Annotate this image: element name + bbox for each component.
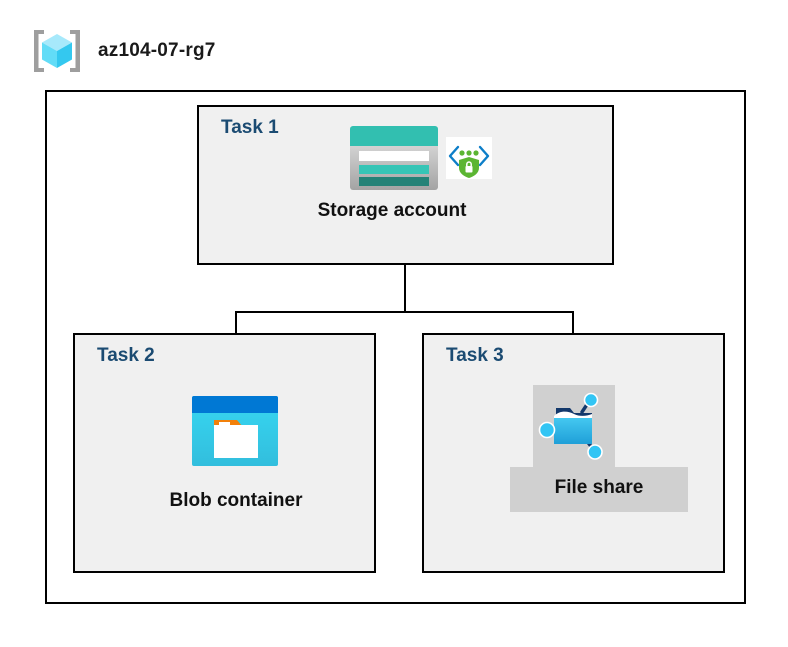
task-2-label: Task 2 — [97, 345, 155, 366]
connector-horizontal-bus — [235, 311, 574, 313]
connector-task1-stem — [404, 265, 406, 313]
blob-container-icon — [192, 396, 278, 466]
resource-group-cube-icon — [30, 26, 84, 76]
blob-container-label: Blob container — [169, 490, 303, 511]
secure-endpoint-shield-icon — [446, 137, 492, 179]
task-3-label: Task 3 — [446, 345, 504, 366]
file-share-label-highlight — [510, 467, 688, 512]
file-share-icon — [538, 390, 610, 462]
resource-group-name: az104-07-rg7 — [98, 40, 216, 61]
file-share-label: File share — [554, 477, 644, 498]
resource-group-header: az104-07-rg7 — [30, 26, 216, 76]
task-1-label: Task 1 — [221, 117, 279, 138]
storage-account-label: Storage account — [317, 200, 467, 221]
storage-account-icon — [350, 126, 438, 190]
